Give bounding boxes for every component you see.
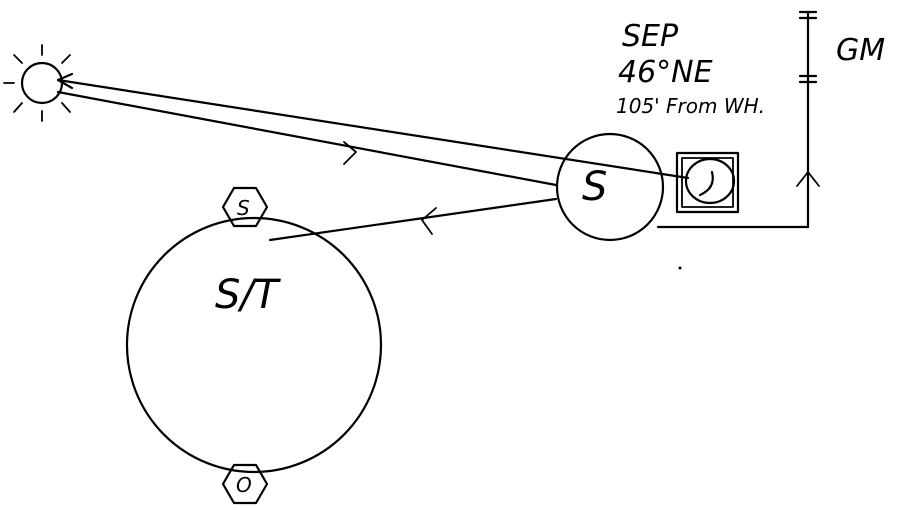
annotation: SEP 46°NE 105' From WH.: [616, 19, 765, 118]
large-circle-label: S/T: [215, 272, 282, 318]
annotation-line-2: 46°NE: [618, 55, 713, 90]
stray-dot: [678, 266, 682, 270]
sun-icon: [3, 44, 71, 122]
small-circle-label: S: [582, 164, 607, 210]
beam-arrow-icon: [343, 141, 357, 165]
annotation-line-3: 105' From WH.: [616, 94, 765, 118]
small-circle: S: [555, 132, 665, 242]
gm-scale: [656, 10, 820, 229]
large-circle: S/T: [125, 216, 383, 474]
sun-beam-lines: [56, 72, 690, 187]
link-arrow-icon: [421, 207, 437, 235]
annotation-line-1: SEP: [622, 19, 679, 54]
link-line: [268, 197, 558, 242]
hexagon-top-label: S: [237, 196, 250, 220]
up-arrow-icon: [796, 171, 820, 187]
hexagon-bottom: O: [221, 463, 269, 505]
target-box: [675, 151, 740, 214]
hexagon-top: S: [221, 186, 269, 228]
hexagon-bottom-label: O: [236, 473, 252, 497]
gm-label: GM: [836, 33, 885, 68]
